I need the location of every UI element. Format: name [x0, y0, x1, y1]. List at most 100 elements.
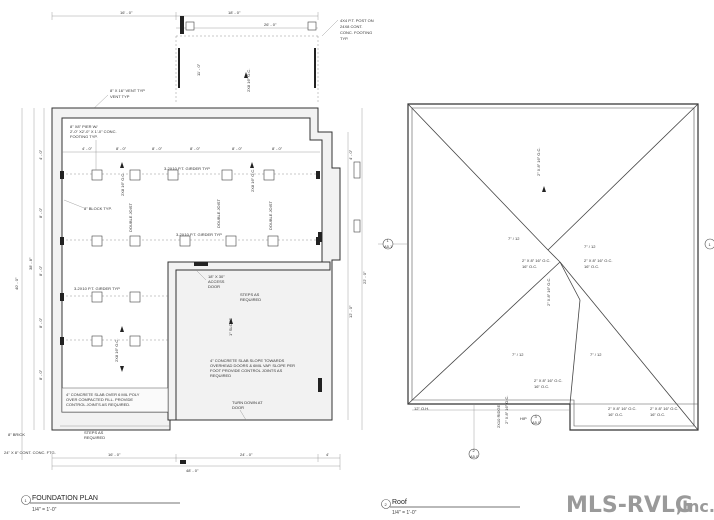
svg-text:8' - 0": 8' - 0"	[190, 146, 201, 151]
arrow-icon	[120, 162, 124, 168]
piers-row-3	[60, 291, 141, 303]
svg-text:1: 1	[709, 242, 712, 247]
arrow-icon	[229, 318, 233, 324]
double-joist-1: DOUBLE JOIST	[128, 203, 133, 232]
rafter-7: 2" X 8" 16" O.C.	[650, 406, 679, 411]
svg-text:2X8 16" O.C.: 2X8 16" O.C.	[250, 169, 255, 192]
svg-text:1: 1	[387, 238, 390, 243]
svg-text:8' - 0": 8' - 0"	[116, 146, 127, 151]
step-mark	[180, 16, 184, 34]
dim-top-overall: 18' - 0"	[228, 10, 241, 15]
arrow-icon	[250, 162, 254, 168]
section-marker-mid: 3 A5.0	[530, 414, 542, 426]
pitch-4: 7" / 12	[590, 352, 602, 357]
double-joist-2: DOUBLE JOIST	[216, 199, 221, 228]
ridge-low: 2X10 RIDGE	[496, 405, 501, 428]
svg-text:A5.1: A5.1	[384, 244, 393, 249]
joist-a: 2X8 16" O.C.	[246, 69, 251, 92]
note-slope: 1" SLOPE	[228, 318, 233, 336]
note-pier: 8" X8" PIER W/2'-0" X2'-0" X 1'-0" CONC.…	[70, 124, 117, 139]
note-block: 8" BLOCK TYP.	[84, 206, 112, 211]
arrow-icon	[120, 366, 124, 372]
svg-text:8' - 0": 8' - 0"	[232, 146, 243, 151]
dim-bottom-mid: 24' - 0"	[240, 452, 253, 457]
svg-text:8' - 0": 8' - 0"	[38, 207, 43, 218]
note-brick: 8" BRICK	[8, 432, 25, 437]
dim-bottom-right: 4'	[326, 452, 329, 457]
roof-plan: 2" X 8" 16" O.C. 7" / 12 2" X 8" 16" O.C…	[378, 103, 714, 516]
svg-text:16" O.C.: 16" O.C.	[650, 412, 665, 417]
girder-left: 3-2X10 P.T. GIRDER TYP	[74, 286, 120, 291]
view-number-badge	[21, 495, 31, 505]
section-marker-bottom: 2 A5.0	[468, 404, 480, 460]
foundation-plan-title: FOUNDATION PLAN	[32, 495, 98, 502]
svg-text:8' - 0": 8' - 0"	[272, 146, 283, 151]
girder-top: 3-2X10 P.T. GIRDER TYP	[164, 166, 210, 171]
dim-left-inner: 38' - 8"	[28, 257, 33, 270]
svg-text:3: 3	[535, 414, 538, 419]
watermark-brand: MLS-RVLG	[566, 493, 693, 518]
porch-pier	[307, 21, 317, 31]
foundation-plan: 16' - 0" 18' - 0" 26' - 0" 4X4 P.T. POST…	[4, 10, 374, 513]
dim-top-left: 16' - 0"	[120, 10, 133, 15]
joist-b: 2X8 16" O.C.	[120, 173, 125, 196]
rafter-3: 2" X 8" 16" O.C.	[584, 258, 613, 263]
svg-text:4' - 0": 4' - 0"	[82, 146, 93, 151]
foundation-walls	[51, 107, 341, 431]
porch-post	[178, 48, 180, 88]
piers-row-4	[60, 335, 141, 347]
arrow-icon	[542, 186, 546, 192]
svg-text:2: 2	[473, 448, 476, 453]
arrow-icon	[244, 72, 248, 78]
dim-porch: 11' - 0"	[196, 63, 201, 76]
section-marker-right: 1	[704, 238, 714, 250]
porch-pier	[185, 21, 195, 31]
view-number-badge	[381, 499, 391, 509]
section-marker-left: 1 A5.1	[378, 238, 408, 250]
rafter-6: 2" X 8" 16" O.C.	[608, 406, 637, 411]
svg-text:A5.0: A5.0	[470, 454, 479, 459]
svg-text:16" O.C.: 16" O.C.	[522, 264, 537, 269]
svg-text:8' - 0": 8' - 0"	[38, 369, 43, 380]
svg-text:8' - 0": 8' - 0"	[38, 265, 43, 276]
rafter-5: 2" X 8" 16" O.C.	[534, 378, 563, 383]
dim-bottom-overall: 48' - 0"	[186, 468, 199, 473]
piers-row-2	[60, 235, 320, 247]
svg-text:16" O.C.: 16" O.C.	[584, 264, 599, 269]
svg-text:4' - 0": 4' - 0"	[38, 149, 43, 160]
rafter-4: 2" X 8" 16" O.C.	[546, 278, 551, 307]
rafter-8: 2" X 8" 16" O.C.	[504, 396, 509, 425]
note-vent: 8" X 16" VENT TYP	[110, 88, 145, 93]
svg-text:A5.0: A5.0	[532, 420, 541, 425]
pitch-2: 7" / 12	[584, 244, 596, 249]
front-porch: 11' - 0" 2X8 16" O.C.	[175, 16, 319, 104]
dim-top-right: 26' - 0"	[264, 22, 277, 27]
piers-row-1	[60, 169, 320, 181]
porch-post	[314, 48, 316, 88]
view-number-2: 2	[385, 502, 388, 507]
overhang: 12" O.H.	[414, 406, 429, 411]
dim-right-b: 12' - 0"	[348, 305, 353, 318]
arrow-icon	[120, 326, 124, 332]
pitch-3: 7" / 12	[512, 352, 524, 357]
watermark: MLS-RVLG ,Inc.	[566, 493, 714, 518]
dim-left-overall: 40' - 0"	[14, 277, 19, 290]
rafter-2: 2" X 8" 16" O.C.	[522, 258, 551, 263]
roof-plan-title: Roof	[392, 499, 407, 506]
double-joist-3: DOUBLE JOIST	[268, 201, 273, 230]
svg-text:8' - 0": 8' - 0"	[152, 146, 163, 151]
dim-bottom-left: 16' - 0"	[108, 452, 121, 457]
girder-mid: 3-2X10 P.T. GIRDER TYP	[176, 232, 222, 237]
svg-text:8' - 0": 8' - 0"	[38, 317, 43, 328]
rafter-1: 2" X 8" 16" O.C.	[536, 148, 541, 177]
watermark-suffix: ,Inc.	[676, 497, 714, 516]
